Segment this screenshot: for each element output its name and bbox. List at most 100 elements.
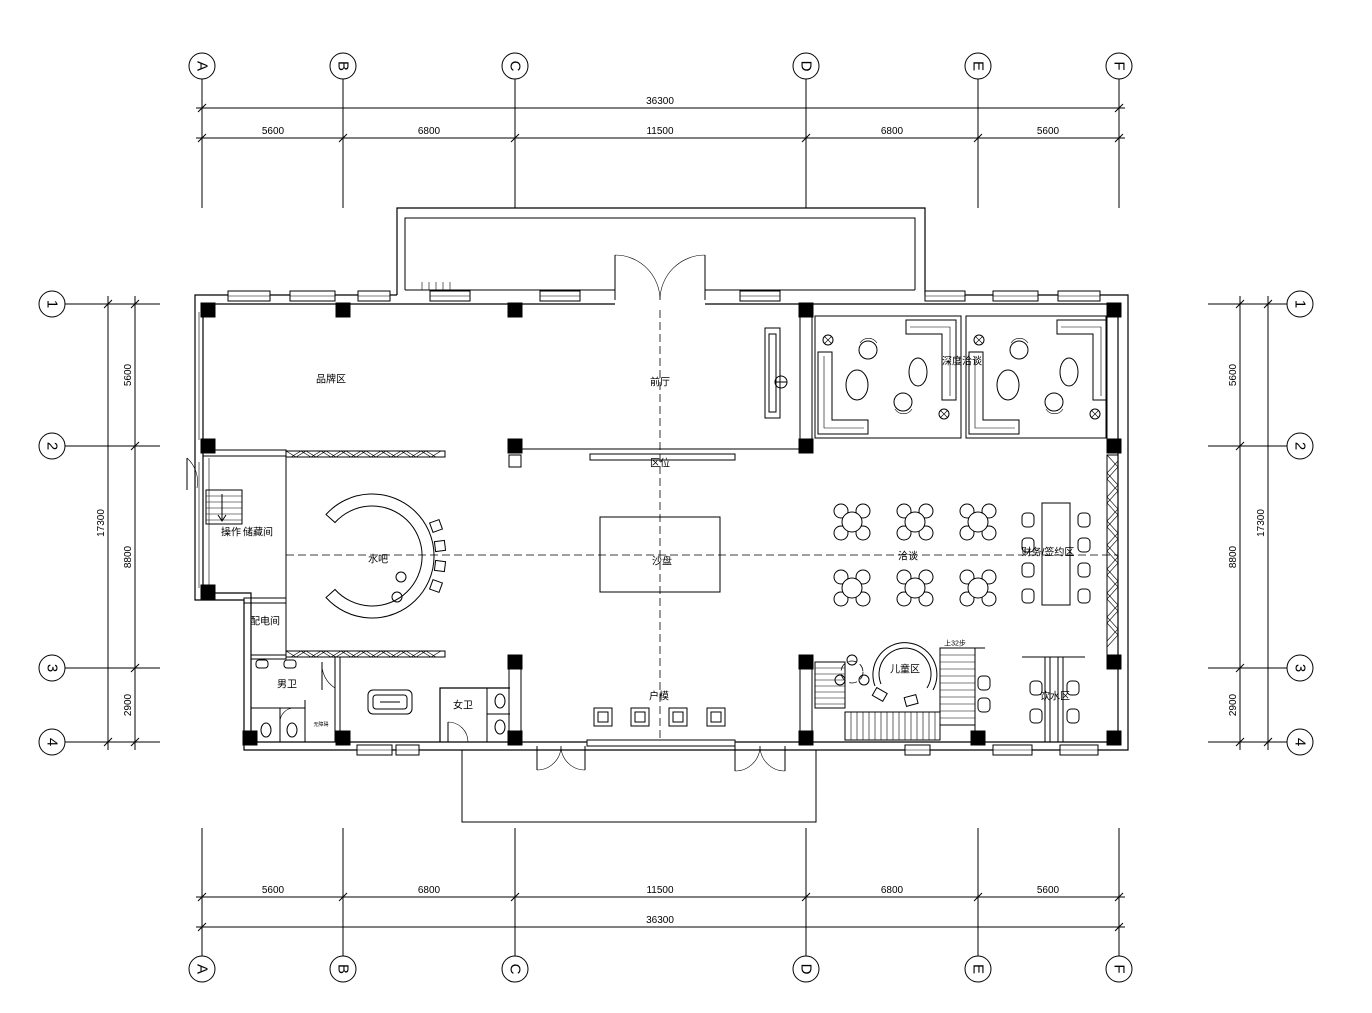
- row-axis-label: 3: [44, 664, 61, 672]
- l-sofa: [905, 319, 957, 401]
- lounge-chair: [858, 340, 878, 360]
- reception-counter-inner: [768, 333, 777, 413]
- dining-chair: [855, 569, 871, 585]
- span-dimension-text: 5600: [262, 885, 285, 896]
- unit-model-stand: [668, 707, 688, 727]
- signing-chair: [1077, 512, 1091, 528]
- l-sofa-cushion: [910, 326, 951, 396]
- row-axis-label: 1: [1292, 300, 1309, 308]
- plant-icon: [938, 408, 950, 420]
- column-axis-label: B: [335, 964, 352, 974]
- door-swing-arc: [614, 254, 661, 301]
- coffee-table: [908, 357, 928, 387]
- structural-column: [798, 730, 814, 746]
- dining-chair: [855, 591, 871, 607]
- overall-dimension-text: 17300: [1256, 509, 1267, 537]
- dimension-tick: [130, 737, 140, 747]
- structural-column: [200, 584, 216, 600]
- unit-model-inner: [597, 711, 609, 723]
- dimension-tick: [973, 133, 983, 143]
- kids-seat: [871, 686, 888, 703]
- lounge-chair: [1009, 340, 1029, 360]
- dimension-tick: [130, 299, 140, 309]
- column-axis-label: A: [194, 964, 211, 974]
- l-sofa-cushion: [823, 356, 864, 429]
- span-dimension-text: 2900: [1228, 693, 1239, 716]
- dimension-tick: [973, 892, 983, 902]
- signing-chair: [1077, 562, 1091, 578]
- dining-chair: [833, 525, 849, 541]
- dimension-tick: [1235, 737, 1245, 747]
- dimension-tick: [338, 892, 348, 902]
- toilet: [260, 722, 272, 738]
- lounge-chair-back: [859, 337, 878, 344]
- room-label-finance-signing: 财务/签约区: [1022, 546, 1075, 559]
- dining-chair: [896, 503, 912, 519]
- room-label-negotiation: 洽谈: [898, 550, 918, 563]
- plan-labels: A B C D E F A B C D E F 1 2 3 4 1 2 3 4 …: [44, 61, 1309, 975]
- room-label-operation: 操作: [221, 526, 241, 539]
- dining-chair: [918, 525, 934, 541]
- bar-stool-round: [395, 571, 407, 583]
- dining-chair: [833, 591, 849, 607]
- column-axis-label: E: [970, 61, 987, 71]
- column-axis-label: F: [1111, 61, 1128, 70]
- dimension-tick: [197, 892, 207, 902]
- dimension-tick: [1235, 299, 1245, 309]
- negotiation-room: [965, 315, 1107, 439]
- door-swing-arc: [186, 457, 198, 489]
- structural-column: [335, 730, 351, 746]
- reception-counter: [764, 327, 781, 419]
- entrance-glazing: [586, 739, 736, 747]
- signing-chair: [1077, 537, 1091, 553]
- dimension-tick: [130, 441, 140, 451]
- signing-chair: [1021, 512, 1035, 528]
- plant-icon-cross: [1091, 410, 1099, 418]
- dining-chair: [918, 569, 934, 585]
- power-room-wall: [243, 597, 287, 604]
- room-label-foyer: 前厅: [650, 376, 670, 389]
- unit-model-stand: [593, 707, 613, 727]
- door-swing-arc: [560, 745, 586, 771]
- structural-column: [200, 302, 216, 318]
- negotiation-room-wall: [799, 303, 813, 447]
- structural-column: [1106, 654, 1122, 670]
- drinks-chair: [1029, 708, 1043, 724]
- dining-chair: [855, 503, 871, 519]
- column-axis-label: E: [970, 964, 987, 974]
- dining-chair: [896, 591, 912, 607]
- span-dimension-text: 6800: [418, 126, 441, 137]
- stair-note: 上32步: [944, 639, 966, 648]
- dimension-tick: [510, 892, 520, 902]
- dimension-tick: [338, 133, 348, 143]
- kids-stool: [858, 674, 870, 686]
- signing-chair: [1077, 588, 1091, 604]
- curtain-wall-pattern: [1106, 460, 1119, 642]
- glass-partition-pattern: [290, 650, 442, 658]
- column-base: [508, 454, 522, 468]
- l-sofa: [1056, 319, 1108, 401]
- round-table: [841, 577, 863, 599]
- unit-model-inner: [710, 711, 722, 723]
- storage-stair: [205, 489, 243, 525]
- room-label-deep-negotiation: 深度洽谈: [942, 355, 982, 368]
- structural-column: [507, 730, 523, 746]
- structural-column: [242, 730, 258, 746]
- unit-model-stand: [706, 707, 726, 727]
- column-axis-label: F: [1111, 964, 1128, 973]
- coffee-table: [1059, 357, 1079, 387]
- structural-column: [798, 302, 814, 318]
- room-label-kids-zone: 儿童区: [890, 663, 920, 676]
- room-label-women-wc: 女卫: [453, 699, 473, 712]
- drinks-chair: [1066, 708, 1080, 724]
- plant-icon-cross: [824, 336, 832, 344]
- span-dimension-text: 5600: [1037, 126, 1060, 137]
- signing-table: [1041, 502, 1071, 606]
- door-swing-arc: [734, 745, 761, 772]
- span-dimension-text: 5600: [1228, 363, 1239, 386]
- structural-column: [335, 302, 351, 318]
- l-sofa-cushion: [1061, 326, 1102, 396]
- lounge-chair: [1044, 392, 1064, 412]
- span-dimension-text: 8800: [1228, 545, 1239, 568]
- room-label-location: 区位: [650, 457, 670, 470]
